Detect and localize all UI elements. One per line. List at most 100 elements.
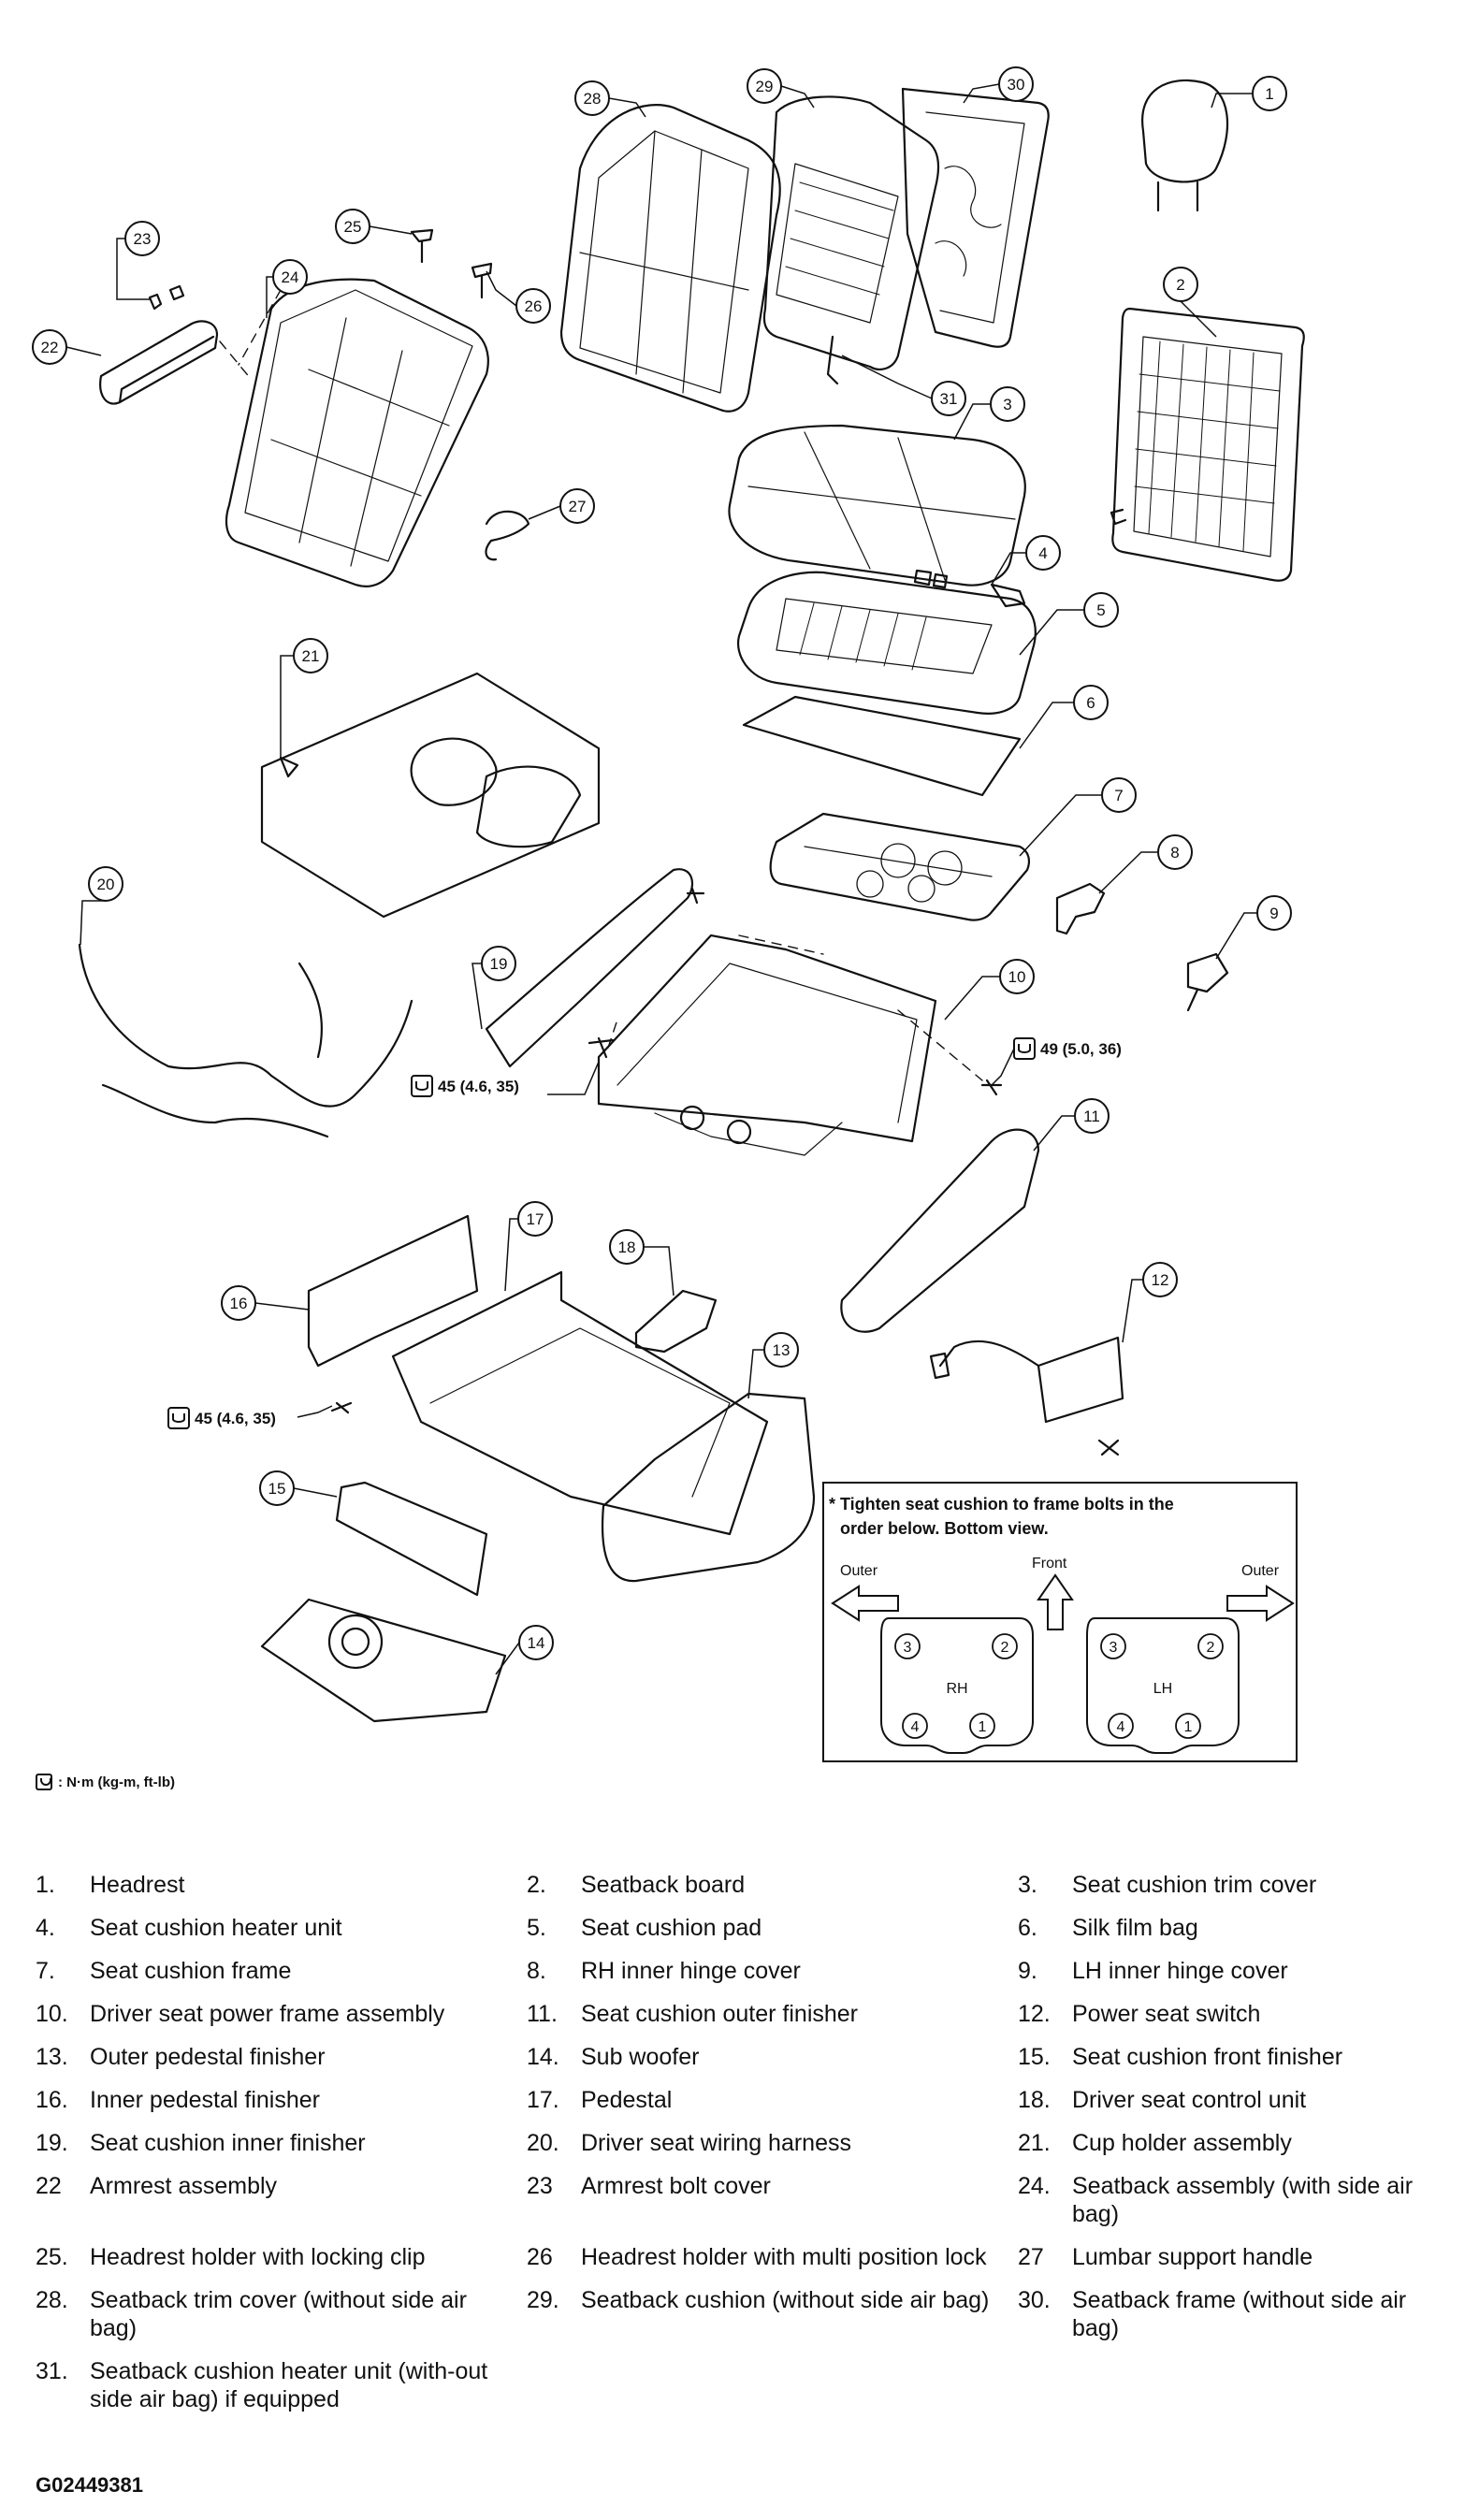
lumbar-handle-part — [485, 510, 530, 561]
svg-text:9: 9 — [1269, 905, 1278, 922]
exploded-seat-diagram: 1 2 3 4 5 6 7 8 9 10 11 12 13 14 15 16 1… — [32, 66, 1305, 1762]
part-list-item: 2.Seatback board — [527, 1871, 1018, 1899]
svg-text:49 (5.0, 36): 49 (5.0, 36) — [1040, 1040, 1122, 1058]
seat-cushion-heater-part — [913, 569, 1026, 608]
part-number: 23 — [527, 2173, 553, 2199]
svg-text:14: 14 — [528, 1634, 545, 1652]
part-list-item: 29.Seatback cushion (without side air ba… — [527, 2286, 1018, 2342]
figure-id: G02449381 — [36, 2473, 143, 2497]
part-list-item: 13.Outer pedestal finisher — [36, 2043, 527, 2071]
part-number: 1. — [36, 1872, 55, 1898]
svg-text:7: 7 — [1114, 787, 1123, 804]
torque-label-1: 45 (4.6, 35) — [411, 1075, 519, 1097]
pedestal-part — [330, 1270, 769, 1536]
torque-label-3: 45 (4.6, 35) — [167, 1407, 276, 1429]
torque-legend: : N·m (kg-m, ft-lb) — [36, 1774, 175, 1790]
part-list-item: 3.Seat cushion trim cover — [1018, 1871, 1439, 1899]
callout-3: 3 — [990, 386, 1025, 422]
seat-cushion-inner-finisher-part — [485, 868, 694, 1068]
callout-23: 23 — [124, 221, 160, 256]
seatback-heater-lead — [826, 335, 839, 385]
torque-leader-3 — [297, 1405, 333, 1418]
svg-text:31: 31 — [940, 390, 958, 408]
part-number: 8. — [527, 1958, 546, 1984]
part-list-item: 28.Seatback trim cover (without side air… — [36, 2286, 527, 2342]
part-name: Seatback assembly (with side air bag) — [1072, 2173, 1414, 2227]
svg-text:LH: LH — [1153, 1681, 1172, 1697]
torque-label-2: 49 (5.0, 36) — [1013, 1037, 1122, 1060]
callout-25: 25 — [335, 209, 370, 244]
part-name: Headrest — [90, 1872, 185, 1898]
torque-leader-1 — [547, 1061, 600, 1095]
callout-14: 14 — [518, 1625, 554, 1660]
callout-18: 18 — [609, 1229, 645, 1265]
part-list-item: 1. Headrest — [36, 1871, 527, 1899]
part-name: Seat cushion front finisher — [1072, 2044, 1343, 2070]
svg-text:3: 3 — [1110, 1640, 1118, 1656]
part-name: Headrest holder with locking clip — [90, 2244, 426, 2270]
part-name: Seatback cushion (without side air bag) — [581, 2287, 990, 2313]
part-name: Sub woofer — [581, 2044, 700, 2070]
driver-seat-wiring-harness-part — [78, 943, 413, 1138]
part-name: Outer pedestal finisher — [90, 2044, 326, 2070]
part-list-item: 31.Seatback cushion heater unit (with-ou… — [36, 2357, 527, 2413]
svg-text:Outer: Outer — [1241, 1563, 1280, 1579]
callout-26: 26 — [515, 288, 551, 324]
part-name: Seat cushion heater unit — [90, 1915, 342, 1941]
part-list-item: 30.Seatback frame (without side air bag) — [1018, 2286, 1439, 2342]
part-name: Armrest assembly — [90, 2173, 278, 2199]
part-number: 14. — [527, 2044, 559, 2070]
torque-leader-2 — [991, 1048, 1015, 1086]
callout-28: 28 — [574, 80, 610, 116]
callout-22: 22 — [32, 329, 67, 365]
part-list-item: 20.Driver seat wiring harness — [527, 2129, 1018, 2157]
part-number: 19. — [36, 2130, 68, 2156]
power-seat-switch-part — [929, 1336, 1124, 1456]
svg-text:25: 25 — [344, 218, 362, 236]
svg-text:21: 21 — [302, 647, 320, 665]
part-name: Silk film bag — [1072, 1915, 1198, 1941]
part-list-item: 4.Seat cushion heater unit — [36, 1914, 527, 1942]
svg-text:2: 2 — [1207, 1640, 1215, 1656]
part-name: Seatback frame (without side air bag) — [1072, 2287, 1407, 2341]
part-name: Seatback trim cover (without side air ba… — [90, 2287, 467, 2341]
part-list-item: 24. Seatback assembly (with side air bag) — [1018, 2172, 1439, 2228]
part-number: 24. — [1018, 2173, 1051, 2199]
callout-27: 27 — [559, 488, 595, 524]
callout-15: 15 — [259, 1470, 295, 1506]
seatback-trim-cover-part — [559, 104, 781, 413]
seat-cushion-trim-cover-part — [728, 424, 1026, 587]
callout-29: 29 — [747, 68, 782, 104]
svg-text:4: 4 — [911, 1719, 920, 1735]
svg-text:17: 17 — [527, 1210, 544, 1228]
callout-31: 31 — [931, 381, 966, 416]
part-number: 17. — [527, 2087, 559, 2113]
seat-cushion-pad-part — [736, 571, 1037, 715]
callout-19: 19 — [481, 946, 516, 981]
armrest-part — [99, 284, 219, 405]
part-list-item: 17.Pedestal — [527, 2086, 1018, 2114]
svg-text:RH: RH — [946, 1681, 967, 1697]
part-number: 7. — [36, 1958, 55, 1984]
svg-text:45 (4.6, 35): 45 (4.6, 35) — [195, 1410, 276, 1427]
callout-20: 20 — [88, 866, 123, 902]
callout-24: 24 — [272, 259, 308, 295]
part-name: Seat cushion inner finisher — [90, 2130, 366, 2156]
callout-1: 1 — [1252, 76, 1287, 111]
svg-text:23: 23 — [134, 230, 152, 248]
part-list-item: 6. Silk film bag — [1018, 1914, 1439, 1942]
part-number: 9. — [1018, 1958, 1037, 1984]
svg-text:18: 18 — [618, 1238, 636, 1256]
part-name: Inner pedestal finisher — [90, 2087, 320, 2113]
part-list-item: 12.Power seat switch — [1018, 2000, 1439, 2028]
svg-text:2: 2 — [1176, 276, 1184, 294]
outer-right-arrow — [1226, 1585, 1295, 1622]
callout-4: 4 — [1025, 535, 1061, 571]
part-number: 6. — [1018, 1915, 1037, 1941]
part-list-item: 9.LH inner hinge cover — [1018, 1957, 1439, 1985]
svg-text:15: 15 — [268, 1480, 286, 1498]
seat-cushion-front-finisher-part — [335, 1481, 488, 1597]
sub-woofer-part — [260, 1598, 507, 1723]
